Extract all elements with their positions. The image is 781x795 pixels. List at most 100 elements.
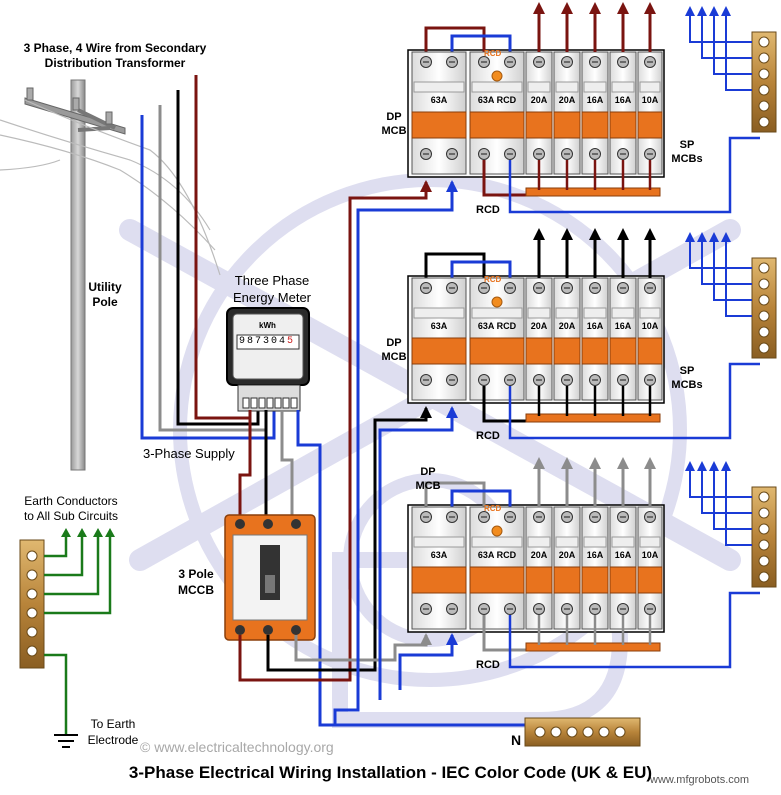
dp-mcb-label-line2: MCB [381, 125, 407, 137]
mccb-label-line1: 3 Pole [178, 567, 214, 581]
breaker-sp [553, 277, 581, 401]
breaker-rating-label: 63A [430, 321, 448, 331]
meter-to-mccb-wires [238, 410, 530, 727]
comb-busbar [525, 413, 661, 423]
breaker-toggle-band [637, 566, 663, 594]
neutral-bus-bar [524, 717, 641, 747]
neutral-outgoing-arrow [721, 461, 731, 471]
sp-outgoing-arrow [644, 457, 656, 469]
sp-outgoing-arrow [533, 2, 545, 14]
meter-unit: kWh [259, 321, 276, 330]
neutral-outgoing-wire [725, 12, 752, 91]
neutral-bar-screw [758, 491, 770, 503]
neutral-outgoing-arrow [709, 6, 719, 16]
mccb-label-line2: MCCB [178, 583, 214, 597]
breaker-toggle-band [581, 566, 609, 594]
breaker-toggle-band [637, 111, 663, 139]
neutral-label: N [511, 732, 522, 748]
breaker-rating-label: 16A [614, 95, 632, 105]
neutral-outgoing-wire [701, 467, 752, 514]
neutral-outgoing-wire [701, 12, 752, 59]
breaker-toggle-band [525, 566, 553, 594]
dp-to-rcd-phase-wire [424, 26, 486, 55]
rcd-neutral-to-bar [508, 136, 760, 214]
meter-digits: 987304 [239, 336, 288, 347]
mccb-breaker [224, 514, 316, 641]
breaker-rating-label: 20A [558, 321, 576, 331]
earth-conductors [44, 528, 115, 735]
breaker-rating-label: 20A [530, 95, 548, 105]
rcd-top-label: RCD [484, 49, 502, 58]
neutral-bar-screw [758, 52, 770, 64]
diagram-title: 3-Phase Electrical Wiring Installation -… [128, 763, 653, 782]
breaker-label-plate [413, 81, 465, 93]
breaker-label-plate [583, 81, 607, 93]
breaker-rating-label: 63A RCD [477, 95, 517, 105]
neutral-bar-screw [758, 555, 770, 567]
utility-pole-label-line1: Utility [88, 280, 122, 294]
breaker-toggle-band [581, 337, 609, 365]
breaker-sp [609, 277, 637, 401]
energy-meter-label-line2: Energy Meter [232, 290, 312, 305]
breaker-toggle-band [469, 337, 525, 365]
neutral-outgoing-wire [725, 467, 752, 546]
breaker-label-plate [527, 536, 551, 548]
breaker-toggle-band [411, 337, 467, 365]
sp-mcbs-label-line1: SP [679, 365, 695, 377]
sp-mcbs-label-line2: MCBs [671, 153, 703, 165]
breaker-toggle-band [525, 337, 553, 365]
breaker-toggle-band [637, 337, 663, 365]
neutral-outgoing-wire [701, 238, 752, 285]
sp-mcbs-label-line1: SP [679, 139, 695, 151]
neutral-outgoing-arrow [709, 461, 719, 471]
source-label: 3 Phase, 4 Wire from Secondary Distribut… [15, 41, 215, 71]
panel-neutral-bar [751, 486, 777, 588]
neutral-bar-screw [758, 116, 770, 128]
neutral-outgoing-arrow [685, 232, 695, 242]
breaker-rating-label: 16A [586, 550, 604, 560]
neutral-outgoing-arrow [721, 232, 731, 242]
breaker-sp [609, 506, 637, 630]
utility-pole-label-line2: Pole [92, 295, 118, 309]
earth-electrode-label-line2: Electrode [87, 733, 139, 747]
breaker-sp [525, 51, 553, 175]
neutral-bar-screw [758, 68, 770, 80]
sp-outgoing-arrow [589, 2, 601, 14]
mccb-label: 3 Pole MCCB [168, 566, 224, 598]
breaker-toggle-band [553, 337, 581, 365]
neutral-outgoing-arrow [697, 6, 707, 16]
neutral-bar-screw [758, 507, 770, 519]
breaker-toggle-band [469, 111, 525, 139]
breaker-label-plate [527, 307, 551, 319]
breaker-sp [525, 506, 553, 630]
breaker-label-plate [639, 81, 661, 93]
dp-mcb-label-line1: DP [386, 111, 402, 123]
panel-2 [407, 228, 777, 440]
rcd-bottom-label: RCD [476, 204, 500, 216]
breaker-dp [411, 51, 467, 175]
neutral-bar-body [751, 486, 777, 588]
dp-to-rcd-neutral-wire [450, 260, 512, 281]
neutral-bar-screw [758, 262, 770, 274]
energy-meter-label-line1: Three Phase [234, 273, 310, 288]
breaker-rating-label: 63A RCD [477, 321, 517, 331]
breaker-toggle-band [609, 566, 637, 594]
breaker-sp [609, 51, 637, 175]
distribution-panels [407, 2, 777, 669]
breaker-toggle-band [469, 566, 525, 594]
neutral-outgoing-arrow [709, 232, 719, 242]
breaker-label-plate [611, 536, 635, 548]
breaker-sp [581, 506, 609, 630]
breaker-toggle-band [609, 337, 637, 365]
breaker-label-plate [555, 307, 579, 319]
source-label-line1: 3 Phase, 4 Wire from Secondary [23, 41, 207, 55]
breaker-sp [553, 51, 581, 175]
breaker-rcd [469, 506, 525, 630]
sp-outgoing-arrow [617, 457, 629, 469]
meter-terminals [242, 397, 298, 409]
